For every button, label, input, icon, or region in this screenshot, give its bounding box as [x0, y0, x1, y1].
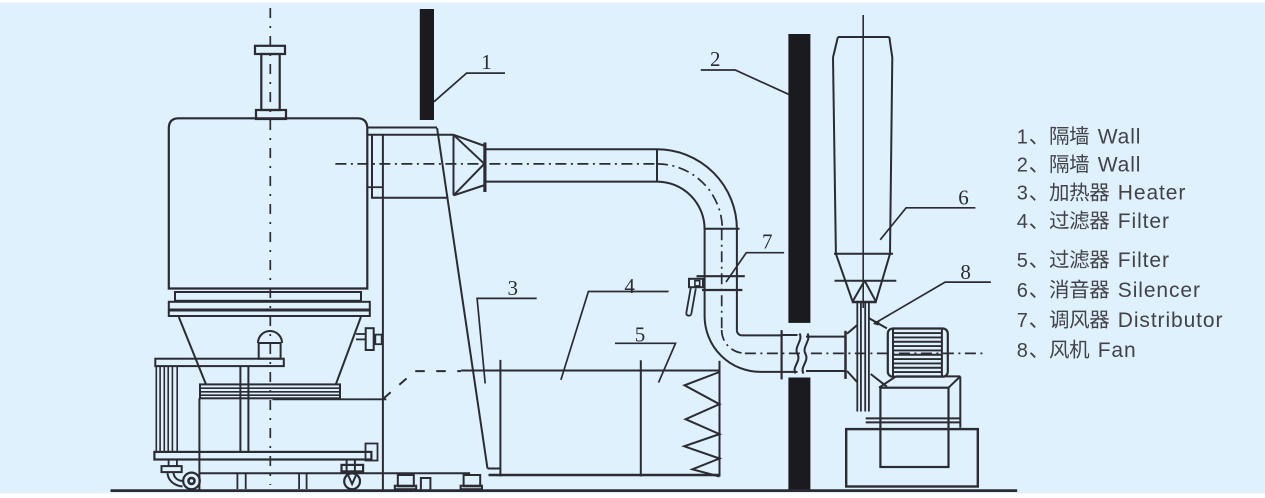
svg-text:Wall: Wall [1098, 125, 1142, 148]
svg-text:Distributor: Distributor [1118, 309, 1224, 332]
svg-text:6: 6 [958, 186, 969, 210]
svg-text:8: 8 [960, 260, 971, 284]
svg-text:2: 2 [1017, 155, 1028, 177]
svg-text:6: 6 [1017, 280, 1028, 302]
svg-text:7: 7 [762, 229, 773, 253]
svg-text:8: 8 [1017, 340, 1028, 362]
svg-text:5: 5 [635, 323, 646, 347]
svg-text:7: 7 [1017, 310, 1028, 332]
svg-text:Fan: Fan [1098, 339, 1137, 362]
svg-text:Heater: Heater [1118, 182, 1186, 205]
svg-text:3: 3 [1017, 183, 1028, 205]
svg-text:Silencer: Silencer [1118, 279, 1201, 302]
svg-text:Filter: Filter [1118, 249, 1170, 272]
svg-text:5: 5 [1017, 250, 1028, 272]
svg-text:4: 4 [624, 274, 635, 298]
svg-text:2: 2 [710, 47, 721, 71]
svg-text:Filter: Filter [1118, 210, 1170, 233]
svg-text:1: 1 [1017, 126, 1028, 148]
svg-text:4: 4 [1017, 211, 1028, 233]
svg-text:3: 3 [507, 276, 518, 300]
svg-text:Wall: Wall [1098, 154, 1142, 177]
svg-text:1: 1 [481, 50, 492, 74]
